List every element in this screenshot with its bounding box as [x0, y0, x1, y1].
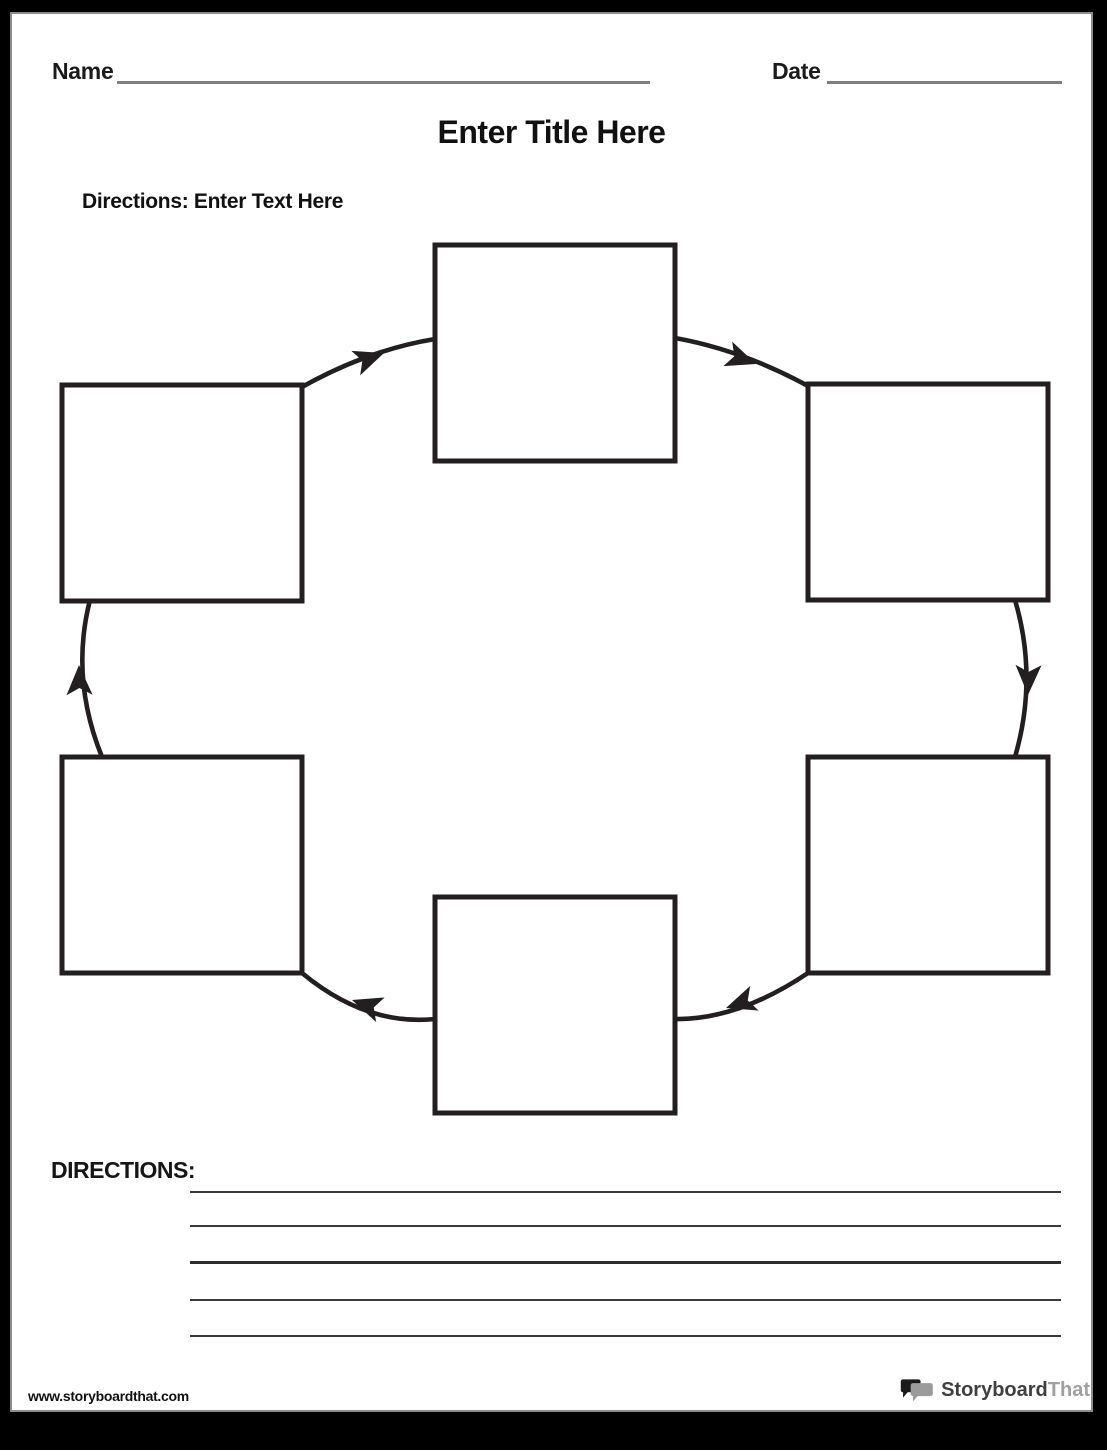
directions-placeholder[interactable]: Directions: Enter Text Here: [82, 190, 344, 213]
storyboardthat-logo: StoryboardThat: [900, 1372, 1090, 1408]
cycle-box-bottom-left[interactable]: [59, 754, 305, 976]
cycle-boxes: [59, 242, 1051, 1116]
cycle-diagram: [59, 242, 1051, 1116]
speech-bubble-gray: [910, 1383, 933, 1402]
website-url: www.storyboardthat.com: [28, 1388, 189, 1404]
logo-text-secondary: That: [1047, 1378, 1090, 1401]
writing-line-2[interactable]: [190, 1225, 1061, 1227]
arrowhead-icon: [723, 341, 756, 367]
cycle-box-top[interactable]: [432, 242, 678, 464]
date-label: Date: [772, 58, 821, 84]
cycle-box-top-right[interactable]: [805, 381, 1051, 603]
arrowhead-icon: [352, 997, 385, 1023]
page-title[interactable]: Enter Title Here: [437, 114, 666, 150]
writing-line-3[interactable]: [190, 1261, 1061, 1264]
writing-line-1[interactable]: [190, 1191, 1061, 1193]
cycle-box-top-left[interactable]: [59, 382, 305, 604]
writing-line-4[interactable]: [190, 1299, 1061, 1301]
arrowhead-icon: [351, 350, 384, 376]
arrow-bottomleft-to-topleft: [80, 599, 105, 758]
cycle-box-bottom-right[interactable]: [805, 754, 1051, 976]
arrowhead-icon: [66, 665, 93, 696]
directions-section-label: DIRECTIONS:: [51, 1157, 196, 1183]
arrowhead-icon: [726, 985, 759, 1011]
logo-wordmark: StoryboardThat: [941, 1379, 1090, 1402]
name-label: Name: [52, 58, 114, 84]
arrowhead-icon: [1015, 664, 1042, 695]
writing-line-5[interactable]: [190, 1335, 1061, 1337]
speech-bubbles-icon: [900, 1379, 933, 1402]
cycle-arrowheads: [66, 341, 1042, 1023]
cycle-box-bottom[interactable]: [432, 894, 678, 1116]
worksheet-page: Name Date Enter Title Here Directions: E…: [10, 12, 1093, 1412]
logo-text-primary: Storyboard: [941, 1378, 1048, 1401]
name-input-line[interactable]: [117, 81, 650, 84]
date-input-line[interactable]: [827, 81, 1062, 84]
